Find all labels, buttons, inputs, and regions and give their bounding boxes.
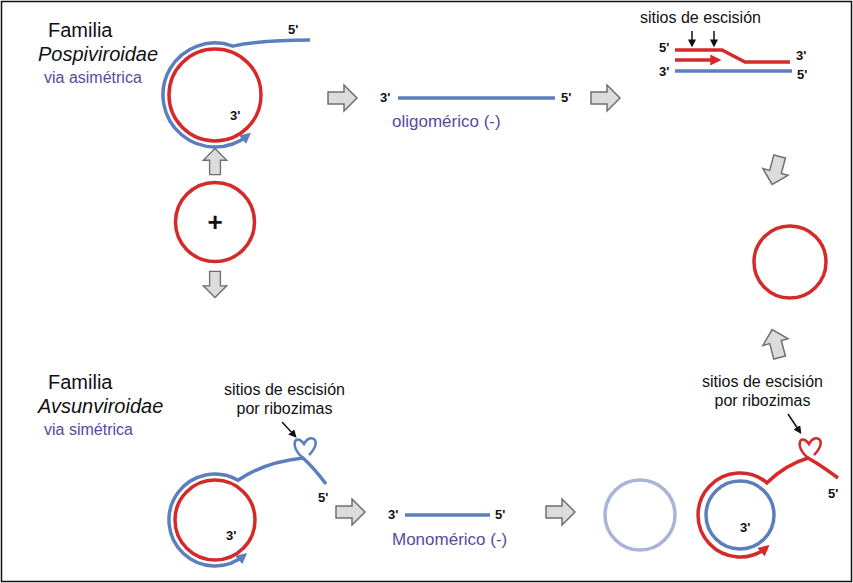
cleavage-arrow <box>713 31 715 45</box>
flow-arrow <box>760 326 793 361</box>
polarity-sign: + <box>207 209 222 235</box>
site-label: sitios de escisión <box>640 8 761 27</box>
plus-strand-circle <box>754 226 826 298</box>
site-label: sitios de escisión por ribozimas <box>690 372 835 410</box>
family-name: Pospiviroidae <box>38 42 158 66</box>
strand-end: 3' <box>380 90 390 106</box>
minus-strand-circle <box>706 481 774 549</box>
plus-strand <box>675 58 718 62</box>
flow-arrow <box>760 153 793 188</box>
plus-strand-circle <box>169 49 261 141</box>
strand-end: 3' <box>226 528 236 544</box>
strand-end: 3' <box>659 64 669 80</box>
family-label: Familia <box>48 370 112 394</box>
strand-label: Monomérico (-) <box>392 530 507 550</box>
minus-strand <box>169 458 326 566</box>
flow-arrow <box>328 85 357 111</box>
minus-strand <box>163 40 310 147</box>
strand-end: 5' <box>318 490 328 506</box>
strand-end: 5' <box>659 40 669 56</box>
flow-arrow <box>591 85 620 111</box>
strand-end: 3' <box>796 48 806 64</box>
site-label: sitios de escisión por ribozimas <box>212 380 357 418</box>
oligomeric-strand <box>398 96 555 100</box>
flow-arrow <box>203 271 226 297</box>
cleavage-arrow <box>691 31 693 45</box>
strand-circle-node: + <box>173 180 257 264</box>
minus-strand <box>675 69 792 73</box>
minus-strand-circle <box>605 480 675 550</box>
strand-end: 5' <box>828 486 838 502</box>
family-name: Avsunviroidae <box>38 394 163 418</box>
pathway-label: via asimétrica <box>44 68 142 87</box>
strand-label: oligomérico (-) <box>392 112 501 132</box>
ribozyme-hairpin <box>295 438 316 458</box>
monomeric-strand <box>405 513 490 517</box>
strand-end: 5' <box>288 22 298 38</box>
strand-end: 5' <box>561 90 571 106</box>
strand-end: 3' <box>740 520 750 536</box>
flow-arrow <box>546 499 575 525</box>
strand-end: 5' <box>495 507 505 523</box>
cleavage-arrow <box>788 414 800 432</box>
plus-strand <box>698 458 838 557</box>
ribozyme-hairpin <box>800 438 821 458</box>
pathway-label: via simétrica <box>44 420 133 439</box>
plus-strand-circle <box>176 183 255 262</box>
plus-strand <box>675 50 790 62</box>
plus-strand-circle <box>175 480 255 560</box>
cleavage-arrow <box>282 422 295 436</box>
strand-end: 3' <box>230 108 240 124</box>
flow-arrow <box>336 499 365 525</box>
flow-arrow <box>203 149 226 175</box>
family-label: Familia <box>48 18 112 42</box>
strand-end: 5' <box>797 67 807 83</box>
strand-end: 3' <box>388 507 398 523</box>
